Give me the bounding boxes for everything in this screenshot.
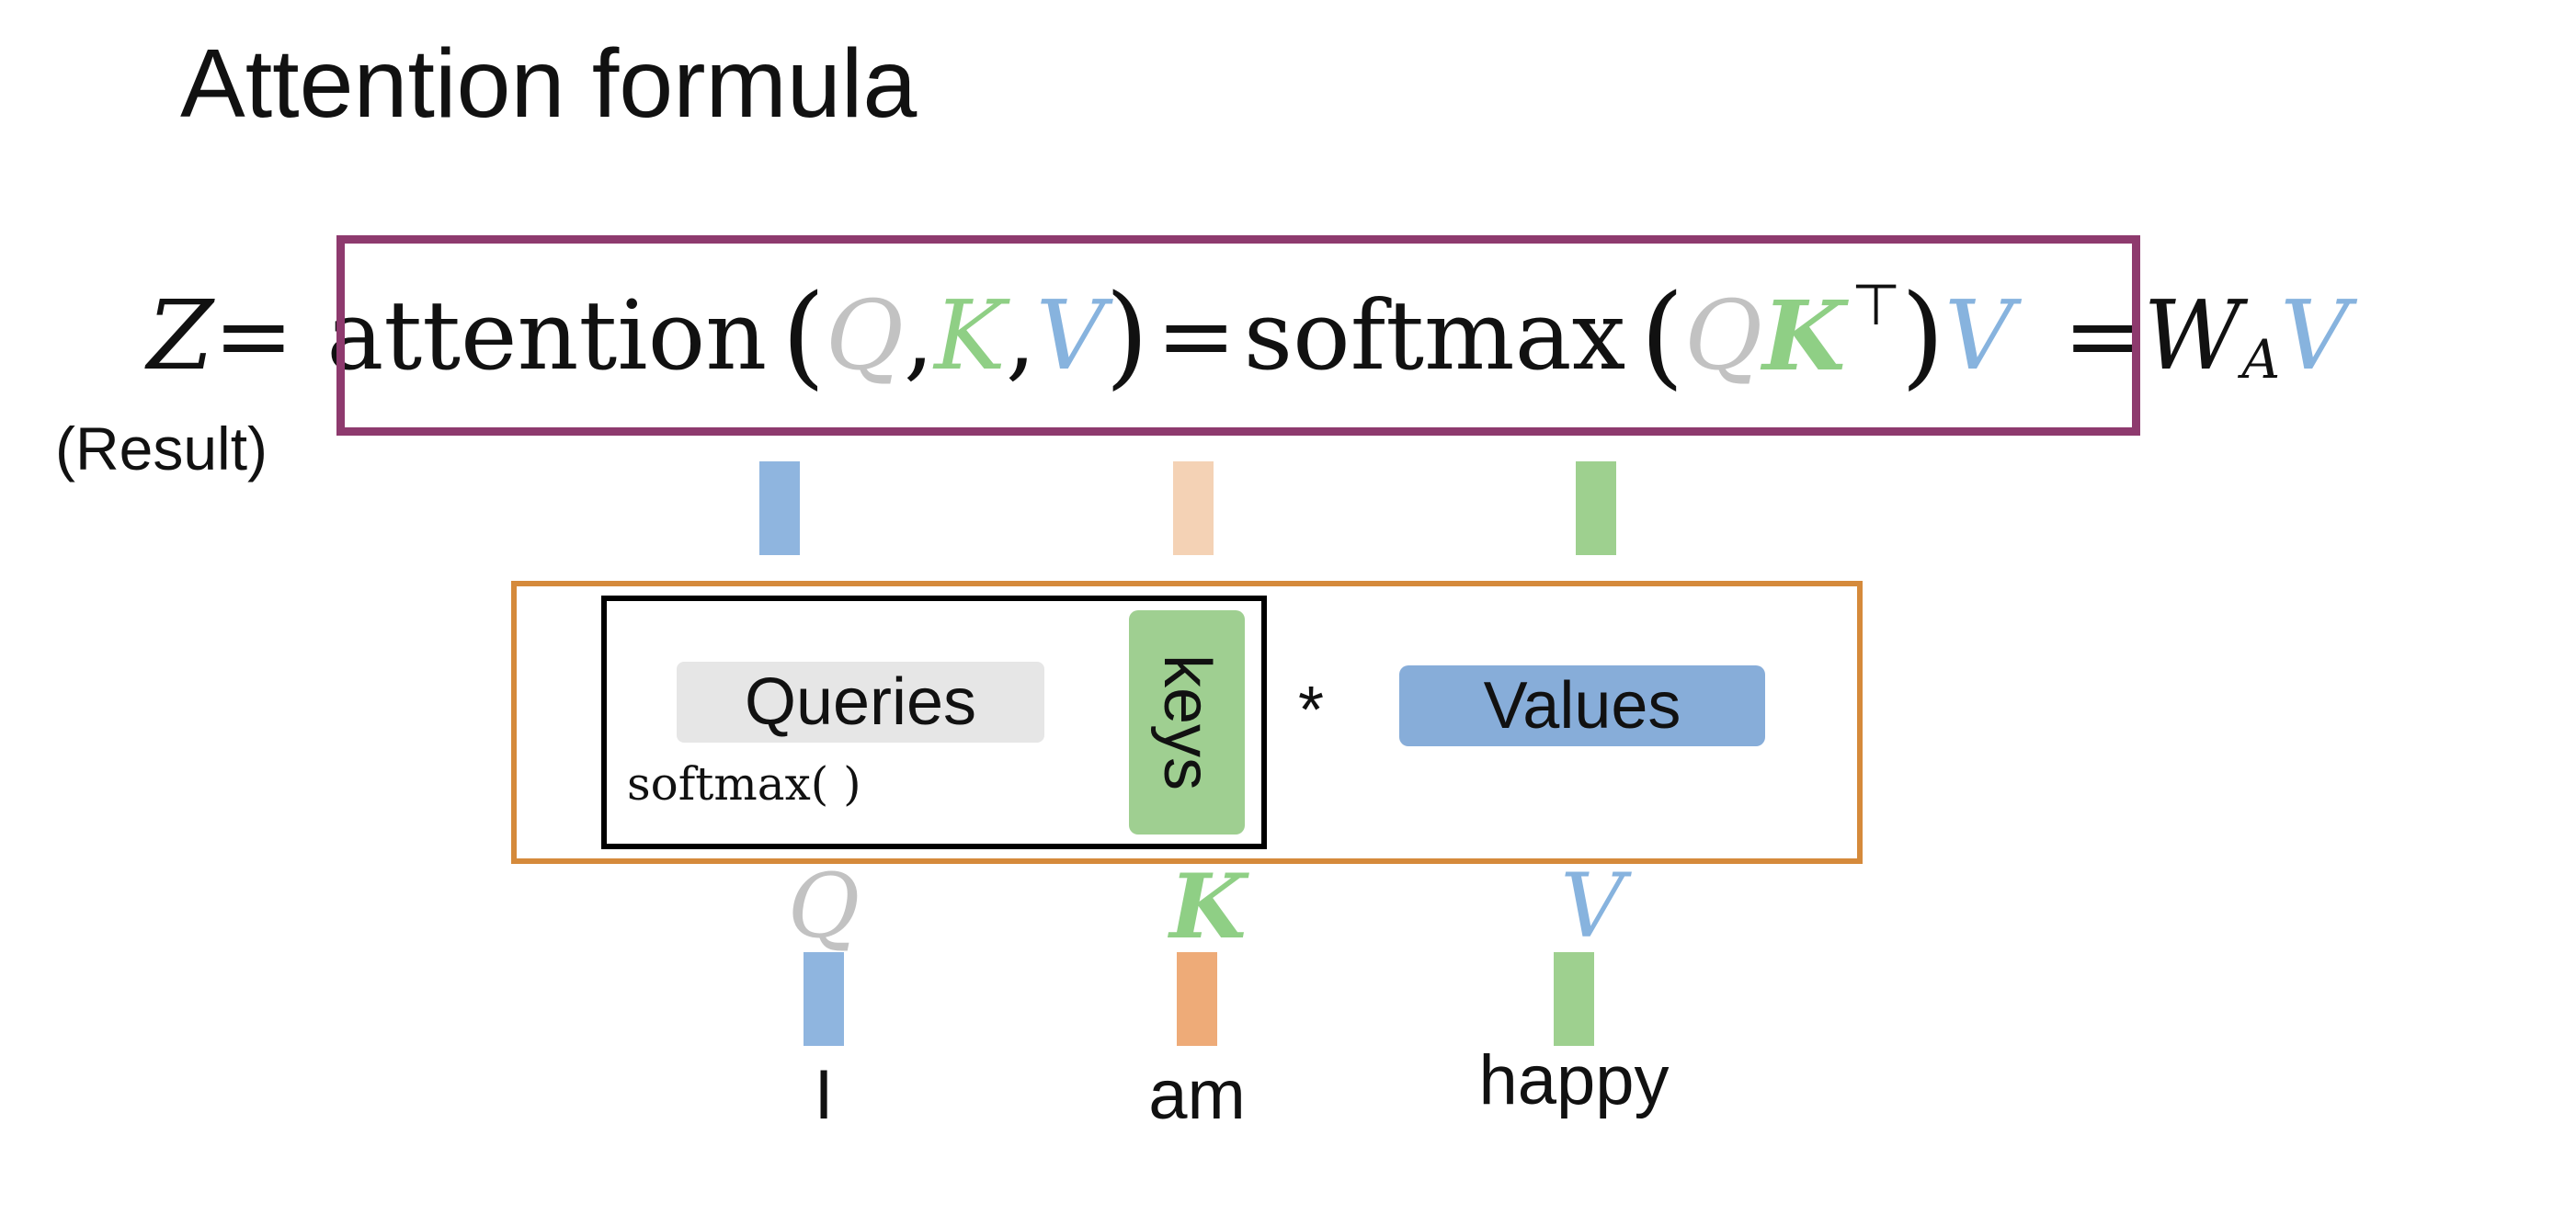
query-bar (759, 461, 800, 555)
formula-comma: , (904, 279, 935, 392)
formula-lparen: ( (781, 270, 826, 401)
formula-lparen: ( (1640, 270, 1684, 401)
softmax-label: softmax( ) (627, 757, 861, 811)
matrix-operation-box (511, 581, 1863, 864)
word-am: am (1148, 1056, 1246, 1134)
formula-attention: attention (326, 279, 768, 392)
result-label: (Result) (55, 414, 268, 483)
formula-q: Q (1683, 279, 1763, 392)
q-letter: Q (787, 855, 861, 958)
query-key-box (601, 596, 1267, 849)
page-title: Attention formula (180, 29, 918, 138)
formula-w-subscript: A (2241, 328, 2281, 391)
values-matrix: Values (1399, 665, 1765, 746)
formula-k: K (1762, 278, 1846, 392)
queries-matrix: Queries (677, 662, 1044, 743)
keys-label: keys (1150, 653, 1224, 791)
formula-v: V (1944, 279, 2014, 392)
attention-formula: Z = attention ( Q , K , V ) = softmax ( … (147, 257, 2349, 414)
key-bar (1173, 461, 1214, 555)
formula-rparen: ) (1104, 270, 1149, 401)
word-bar-happy (1554, 952, 1594, 1046)
formula-k: K (934, 279, 1006, 392)
word-bar-i (804, 952, 844, 1046)
formula-equals: = (2063, 279, 2144, 392)
formula-z: Z (147, 279, 214, 392)
formula-equals: = (213, 279, 294, 392)
word-happy: happy (1478, 1041, 1670, 1119)
k-letter: K (1169, 855, 1247, 959)
keys-matrix: keys (1129, 610, 1245, 835)
formula-v: V (2280, 279, 2350, 392)
formula-v: V (1035, 279, 1105, 392)
multiply-symbol: * (1298, 674, 1325, 747)
v-letter: V (1560, 855, 1624, 958)
formula-w: W (2143, 279, 2242, 392)
value-bar (1576, 461, 1616, 555)
formula-softmax: softmax (1243, 279, 1626, 392)
formula-transpose: ⊤ (1851, 273, 1901, 337)
formula-equals: = (1156, 279, 1237, 392)
formula-q: Q (825, 279, 905, 392)
word-i: I (814, 1056, 834, 1134)
word-bar-am (1177, 952, 1217, 1046)
formula-comma: , (1005, 279, 1036, 392)
formula-highlight-box (336, 235, 2140, 436)
formula-rparen: ) (1900, 270, 1945, 401)
